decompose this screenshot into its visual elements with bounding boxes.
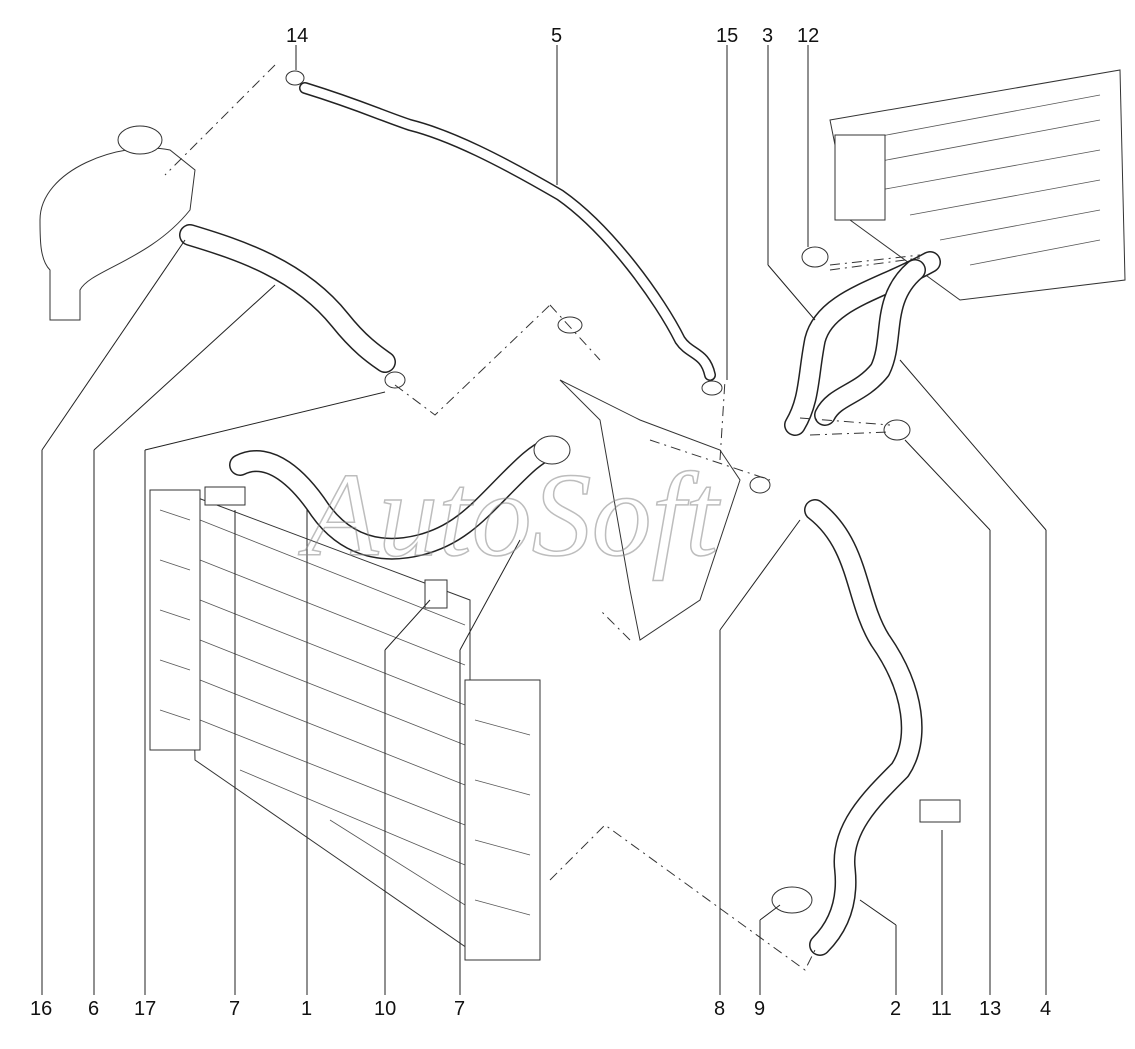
callout-labels: 14 5 15 3 12 16 6 17 7 1 10 7 8 9 2 11 1… [30,25,1051,1020]
callout-15: 15 [716,25,738,47]
hose-2 [804,499,923,956]
callout-1: 1 [301,998,312,1020]
callout-13: 13 [979,998,1001,1020]
clamp-15 [701,380,723,396]
bracket-10 [424,579,448,609]
bracket-7a [204,486,246,506]
hose-5 [299,82,716,381]
callout-2: 2 [890,998,901,1020]
heater-housing [829,69,1126,301]
expansion-tank [39,125,196,321]
callout-6: 6 [88,998,99,1020]
clamp-17 [384,371,406,389]
callout-11: 11 [931,998,952,1020]
bracket-11 [919,799,961,823]
callout-5: 5 [551,25,562,47]
clamp-14 [285,70,305,86]
callout-8: 8 [714,998,725,1020]
leader-lines [41,45,1047,995]
flow-lines [164,64,921,971]
callout-16: 16 [30,998,52,1020]
callout-3: 3 [762,25,773,47]
clamps [204,70,961,914]
callout-9: 9 [754,998,765,1020]
hose-6 [179,224,396,373]
callout-7b: 7 [454,998,465,1020]
clamp-9 [771,886,813,914]
clamp-7b [533,435,571,465]
callout-10: 10 [374,998,396,1020]
radiator [149,489,541,961]
callout-7a: 7 [229,998,240,1020]
hose-1 [229,437,561,560]
callout-17: 17 [134,998,156,1020]
hose-3-4 [784,251,941,436]
clamp-8 [749,476,771,494]
callout-12: 12 [797,25,819,47]
thermostat-housing [557,316,741,641]
callout-4: 4 [1040,998,1051,1020]
watermark-text: AutoSoft [298,448,721,581]
clamp-12 [801,246,829,268]
clamp-13 [883,419,911,441]
callout-14: 14 [286,25,308,47]
